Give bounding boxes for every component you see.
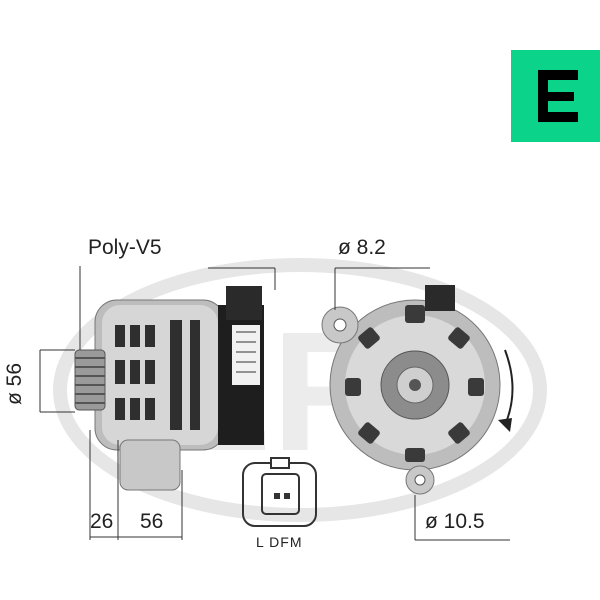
alternator-side-view [74,286,264,491]
bottom-diameter-label: ø 10.5 [425,510,485,533]
pulley-diameter-label: ø 56 [3,362,27,406]
belt-type-label: Poly-V5 [88,236,162,259]
era-logo-icon [511,50,600,142]
connector-diagram [242,457,317,527]
dimension-lines [39,266,510,541]
connector-pins-label: L DFM [256,534,303,550]
alternator-front-view [321,285,501,495]
length-label: 56 [140,510,164,533]
top-diameter-label: ø 8.2 [338,236,386,259]
offset-label: 26 [90,510,114,533]
rotation-arrow-icon [498,349,514,432]
